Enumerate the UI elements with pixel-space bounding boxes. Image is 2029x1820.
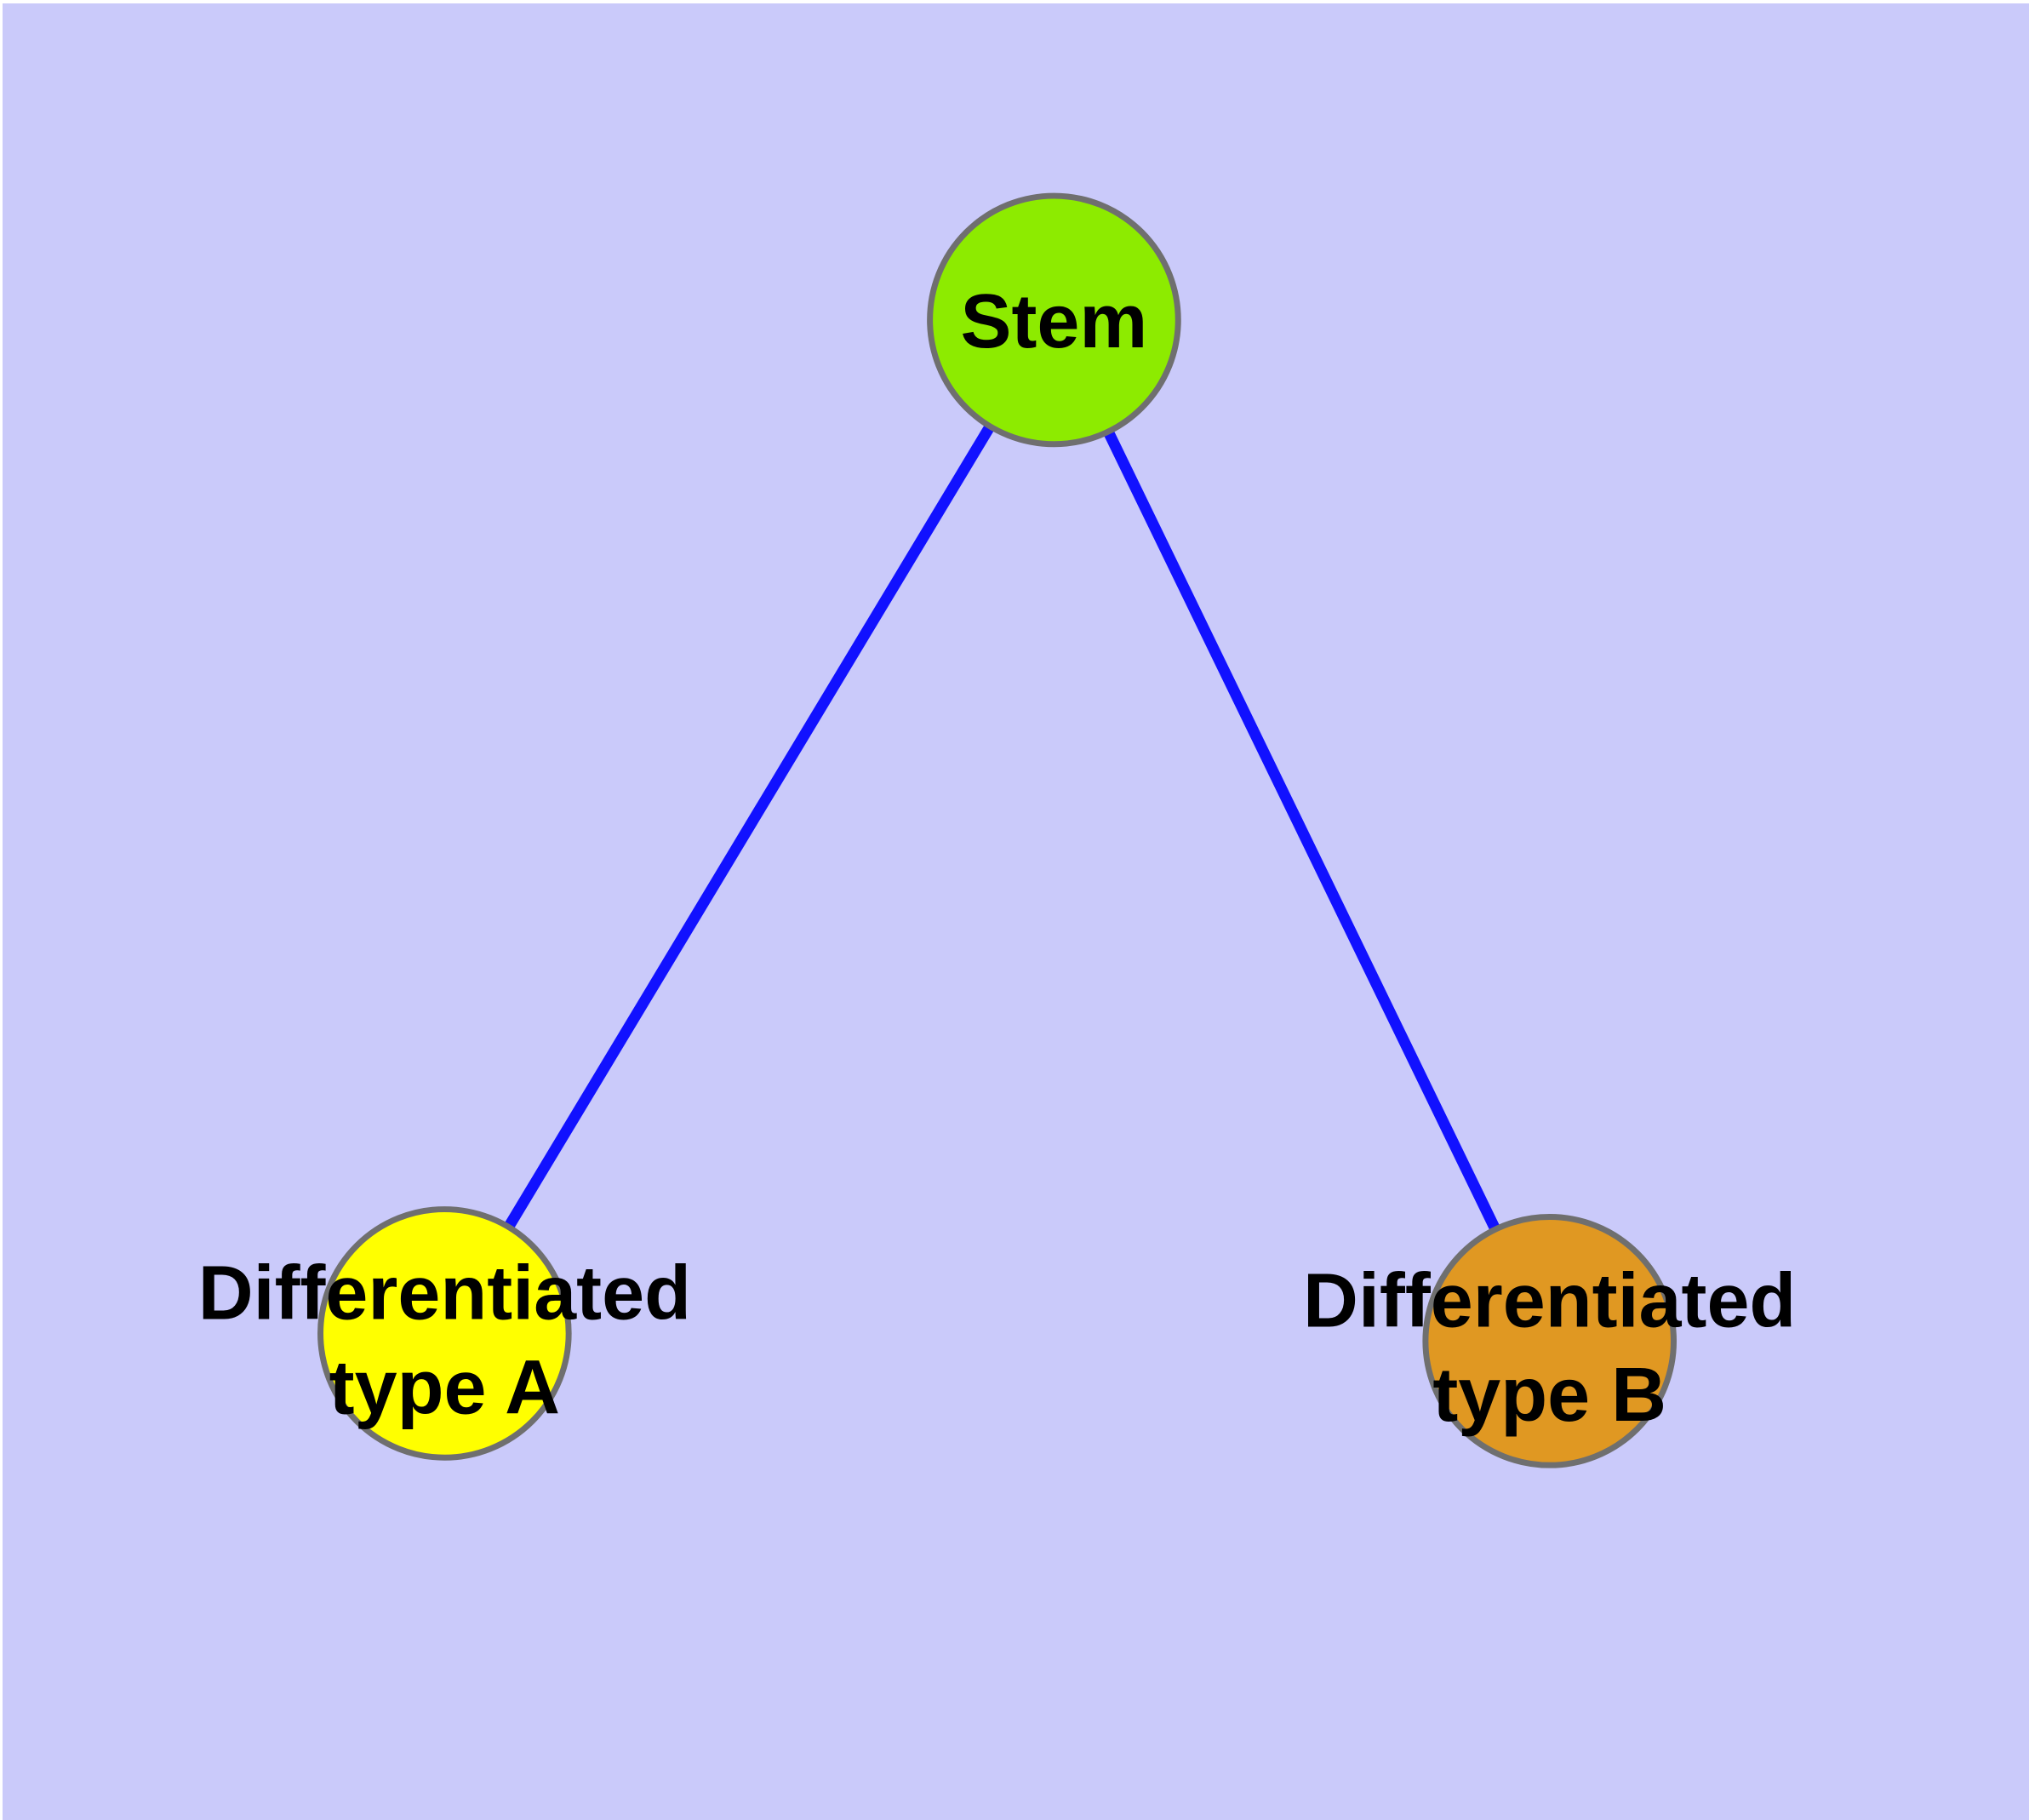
type-b-node (1422, 1214, 1677, 1468)
type-a-node-label-line1: Differentiated (198, 1251, 691, 1336)
stem-node (927, 192, 1181, 448)
type-b-node-label-line2: type B (1432, 1353, 1666, 1438)
type-a-node-label-line2: type A (329, 1345, 560, 1430)
graph-svg: Stem Differentiated type A Differentiate… (3, 3, 2029, 1820)
edge-stem-to-type-b (1049, 318, 1555, 1344)
stem-node-label: Stem (961, 279, 1148, 364)
edge-stem-to-type-a (439, 317, 1060, 1336)
type-b-node-label-line1: Differentiated (1303, 1258, 1796, 1343)
type-a-node (317, 1206, 572, 1461)
diagram-canvas: Stem Differentiated type A Differentiate… (3, 3, 2029, 1820)
